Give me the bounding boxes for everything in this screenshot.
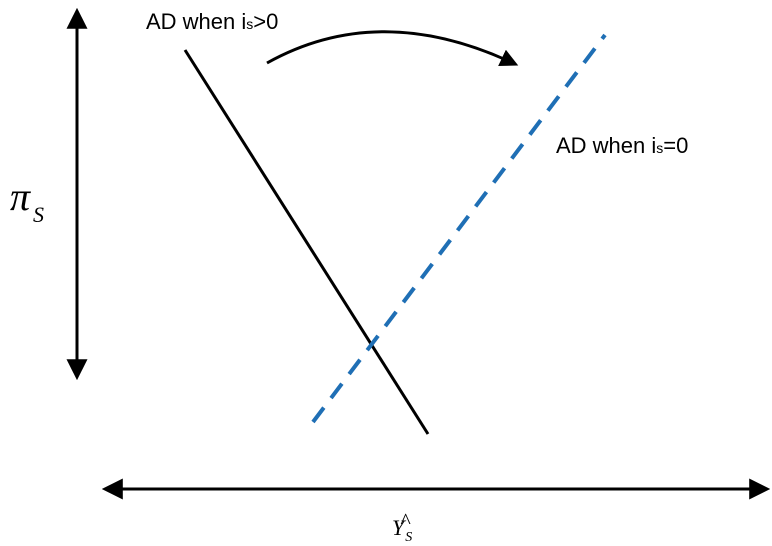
x-axis-symbol: Y [392,515,407,540]
shift-arrow [266,30,519,66]
ad-zero-label-suffix: =0 [663,133,688,158]
ad-positive-curve [183,49,430,435]
x-axis-hat: ^ [400,508,411,533]
y-axis-subscript: S [33,202,44,227]
ad-positive-label: AD when is>0 [146,9,278,34]
x-axis-subscript: S [405,530,412,545]
ad-zero-label-prefix: AD when i [556,133,656,158]
ad-zero-label-subscript: s [656,140,663,156]
ad-zero-curve [311,33,607,424]
ad-positive-label-suffix: >0 [253,9,278,34]
y-axis-symbol: π [10,174,31,219]
x-axis-label: YS [392,515,412,545]
ad-positive-label-subscript: s [246,16,253,32]
ad-zero-label: AD when is=0 [556,133,688,158]
ad-positive-label-prefix: AD when i [146,9,246,34]
